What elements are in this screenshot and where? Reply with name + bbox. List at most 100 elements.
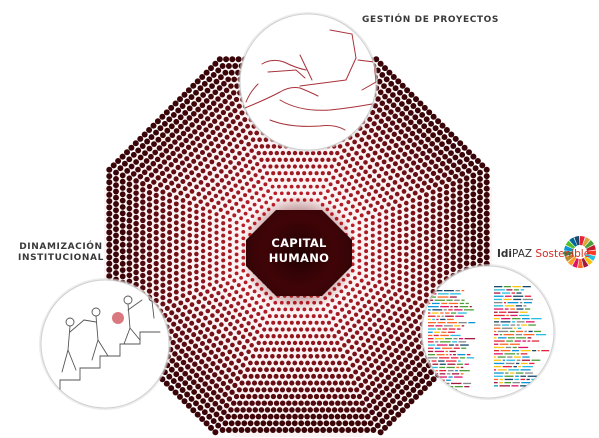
ring-dot [380, 361, 386, 367]
ring-dot [299, 314, 304, 319]
ring-dot [274, 177, 279, 182]
ring-dot [180, 293, 186, 298]
ring-dot [388, 315, 393, 321]
ring-dot [226, 94, 233, 100]
ring-dot [205, 308, 211, 314]
ring-dot [363, 331, 368, 336]
ring-dot [410, 236, 416, 241]
ring-dot [384, 270, 389, 275]
ring-dot [251, 307, 256, 312]
ring-dot [146, 257, 153, 263]
ring-dot [202, 334, 208, 340]
ring-dot [337, 300, 342, 305]
collage-text-line [440, 318, 446, 321]
collage-text-line [511, 350, 519, 352]
ring-dot [133, 269, 139, 276]
ring-dot [213, 354, 219, 360]
collage-text-line [437, 315, 441, 317]
ring-dot [318, 191, 323, 196]
ring-dot [250, 166, 256, 171]
ring-dot [279, 373, 285, 379]
ring-dot [329, 164, 334, 169]
ring-dot [408, 167, 414, 173]
ring-dot [361, 389, 367, 395]
ring-dot [271, 320, 276, 325]
ring-dot [223, 56, 230, 63]
ring-dot [336, 360, 342, 366]
ring-dot [323, 150, 328, 156]
ring-dot [420, 132, 427, 139]
ring-dot [317, 360, 323, 366]
ring-dot [348, 373, 354, 379]
ring-dot [173, 295, 179, 301]
ring-dot [177, 375, 184, 382]
collage-text-line [457, 312, 467, 314]
ring-dot [357, 427, 364, 433]
collage-text-line [458, 341, 467, 343]
ring-dot [133, 208, 139, 215]
ring-dot [356, 172, 361, 177]
ring-dot [358, 413, 365, 420]
ring-dot [270, 184, 275, 189]
ring-dot [219, 398, 226, 405]
ring-dot [403, 375, 410, 381]
ring-dot [113, 207, 119, 214]
sdg-wheel-segment [564, 245, 574, 252]
collage-text-line [501, 292, 511, 294]
ring-dot [213, 155, 219, 160]
ring-dot [377, 89, 384, 96]
ring-dot [332, 157, 337, 162]
ring-dot [231, 137, 237, 143]
ring-dot [437, 199, 443, 205]
ring-dot [352, 323, 357, 328]
ring-dot [187, 133, 194, 139]
ring-dot [483, 185, 490, 192]
ring-dot [181, 341, 187, 347]
ring-dot [173, 362, 180, 368]
ring-dot [367, 164, 373, 170]
ring-dot [415, 183, 421, 189]
ring-dot [119, 185, 126, 191]
ring-dot [416, 371, 423, 378]
ring-dot [245, 380, 251, 386]
collage-text-line [459, 357, 466, 359]
ring-dot [364, 217, 369, 222]
ring-dot [423, 292, 429, 298]
collage-text-line [497, 330, 509, 333]
ring-dot [232, 278, 237, 283]
ring-dot [119, 178, 126, 185]
ring-dot [390, 273, 396, 278]
ring-dot [479, 162, 486, 169]
ring-dot [390, 285, 396, 290]
ring-dot [167, 223, 173, 229]
ring-dot [308, 184, 313, 189]
collage-text-line [446, 379, 451, 381]
ring-dot [249, 343, 254, 348]
ring-dot [113, 245, 119, 251]
ring-dot [263, 309, 268, 314]
ring-dot [153, 248, 159, 254]
collage-text-line [445, 312, 450, 314]
collage-text-line [494, 350, 500, 352]
ring-dot [413, 96, 419, 103]
ring-dot [376, 411, 383, 418]
ring-dot [248, 360, 253, 366]
ring-dot [374, 376, 380, 382]
ring-dot [345, 170, 350, 175]
ring-dot [483, 254, 490, 261]
ring-dot [347, 181, 352, 186]
sdg-wheel-segment [580, 236, 585, 246]
ring-dot [340, 325, 346, 330]
ring-dot [270, 407, 277, 413]
ring-dot [423, 223, 429, 229]
ring-dot [251, 184, 256, 189]
ring-dot [164, 127, 171, 134]
ring-dot [216, 114, 222, 120]
ring-dot [160, 208, 166, 214]
ring-dot [195, 383, 201, 390]
ring-dot [397, 251, 402, 257]
ring-dot [180, 236, 186, 241]
ring-dot [334, 168, 339, 173]
ring-dot [153, 129, 159, 136]
ring-dot [140, 236, 146, 242]
